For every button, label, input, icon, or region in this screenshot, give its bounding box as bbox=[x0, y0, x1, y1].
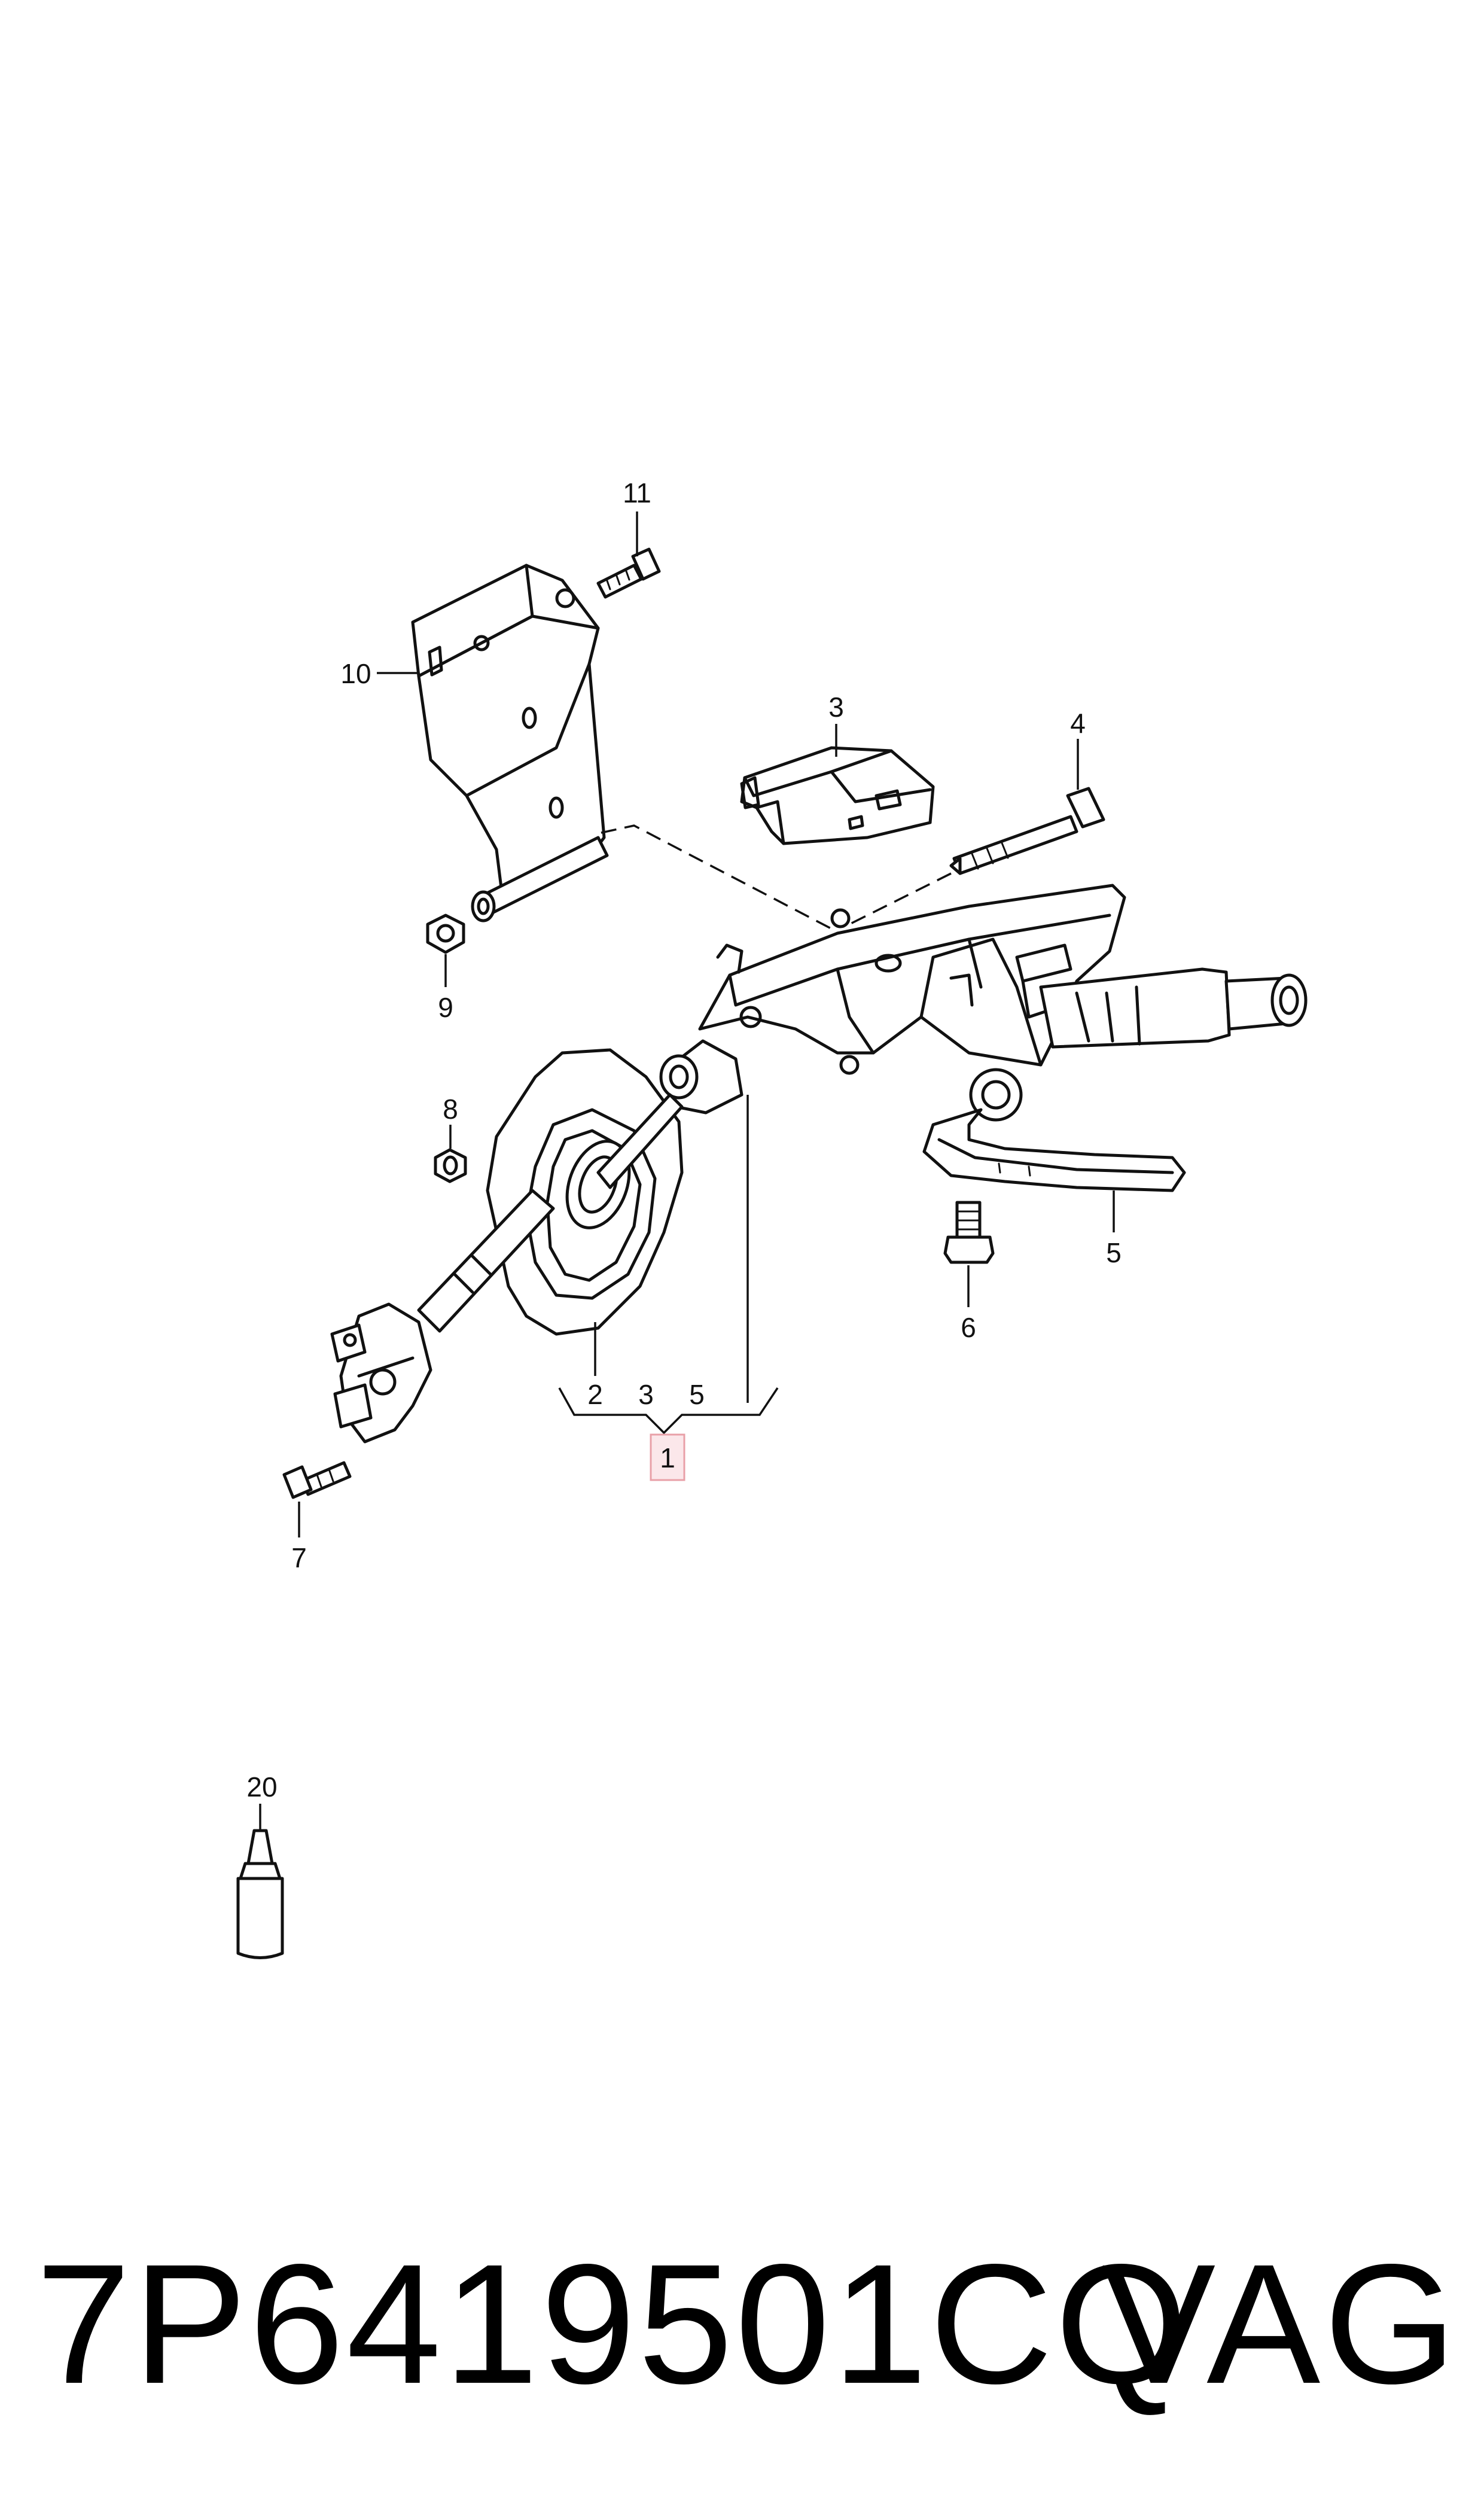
callout-1: 1 bbox=[660, 1442, 675, 1473]
callout-5-assembly: 5 bbox=[689, 1379, 705, 1410]
callout-4: 4 bbox=[1070, 708, 1086, 739]
callout-1-highlight bbox=[650, 1433, 685, 1481]
callout-8: 8 bbox=[443, 1094, 458, 1125]
part-20-adhesive-tube bbox=[236, 1829, 284, 1959]
callout-5: 5 bbox=[1106, 1237, 1122, 1268]
assembly-dash-line bbox=[601, 824, 835, 931]
leader-lines bbox=[259, 511, 1115, 1831]
callout-20: 20 bbox=[246, 1771, 277, 1803]
steering-column-body bbox=[659, 884, 1308, 1192]
intermediate-shaft bbox=[330, 1093, 684, 1444]
part-9-nut bbox=[426, 914, 465, 954]
part-7-bolt bbox=[282, 1461, 352, 1499]
callout-11: 11 bbox=[623, 477, 651, 509]
callout-labels: 1 2 3 5 3 4 5 6 7 8 9 10 11 20 bbox=[246, 477, 1121, 1803]
callout-3: 3 bbox=[828, 692, 844, 723]
callout-3-assembly: 3 bbox=[638, 1379, 654, 1410]
part-number: 7P6419501CQ bbox=[36, 2229, 1190, 2419]
callout-10: 10 bbox=[340, 658, 371, 689]
callout-9: 9 bbox=[438, 992, 453, 1023]
part-10-bracket bbox=[411, 564, 609, 922]
footer: 7P6419501CQ VAG bbox=[0, 2225, 1484, 2423]
callout-7: 7 bbox=[291, 1542, 307, 1573]
part-3-control-unit bbox=[740, 746, 935, 845]
part-6-screw bbox=[943, 1201, 995, 1264]
part-8-nut bbox=[434, 1148, 467, 1183]
part-11-bolt bbox=[596, 547, 661, 599]
brand-name: VAG bbox=[1102, 2229, 1460, 2419]
part-2-boot bbox=[486, 1048, 684, 1336]
bolt-dash-line bbox=[849, 872, 952, 925]
callout-2: 2 bbox=[587, 1379, 603, 1410]
part-4-long-bolt bbox=[949, 787, 1105, 875]
callout-6: 6 bbox=[961, 1312, 976, 1343]
